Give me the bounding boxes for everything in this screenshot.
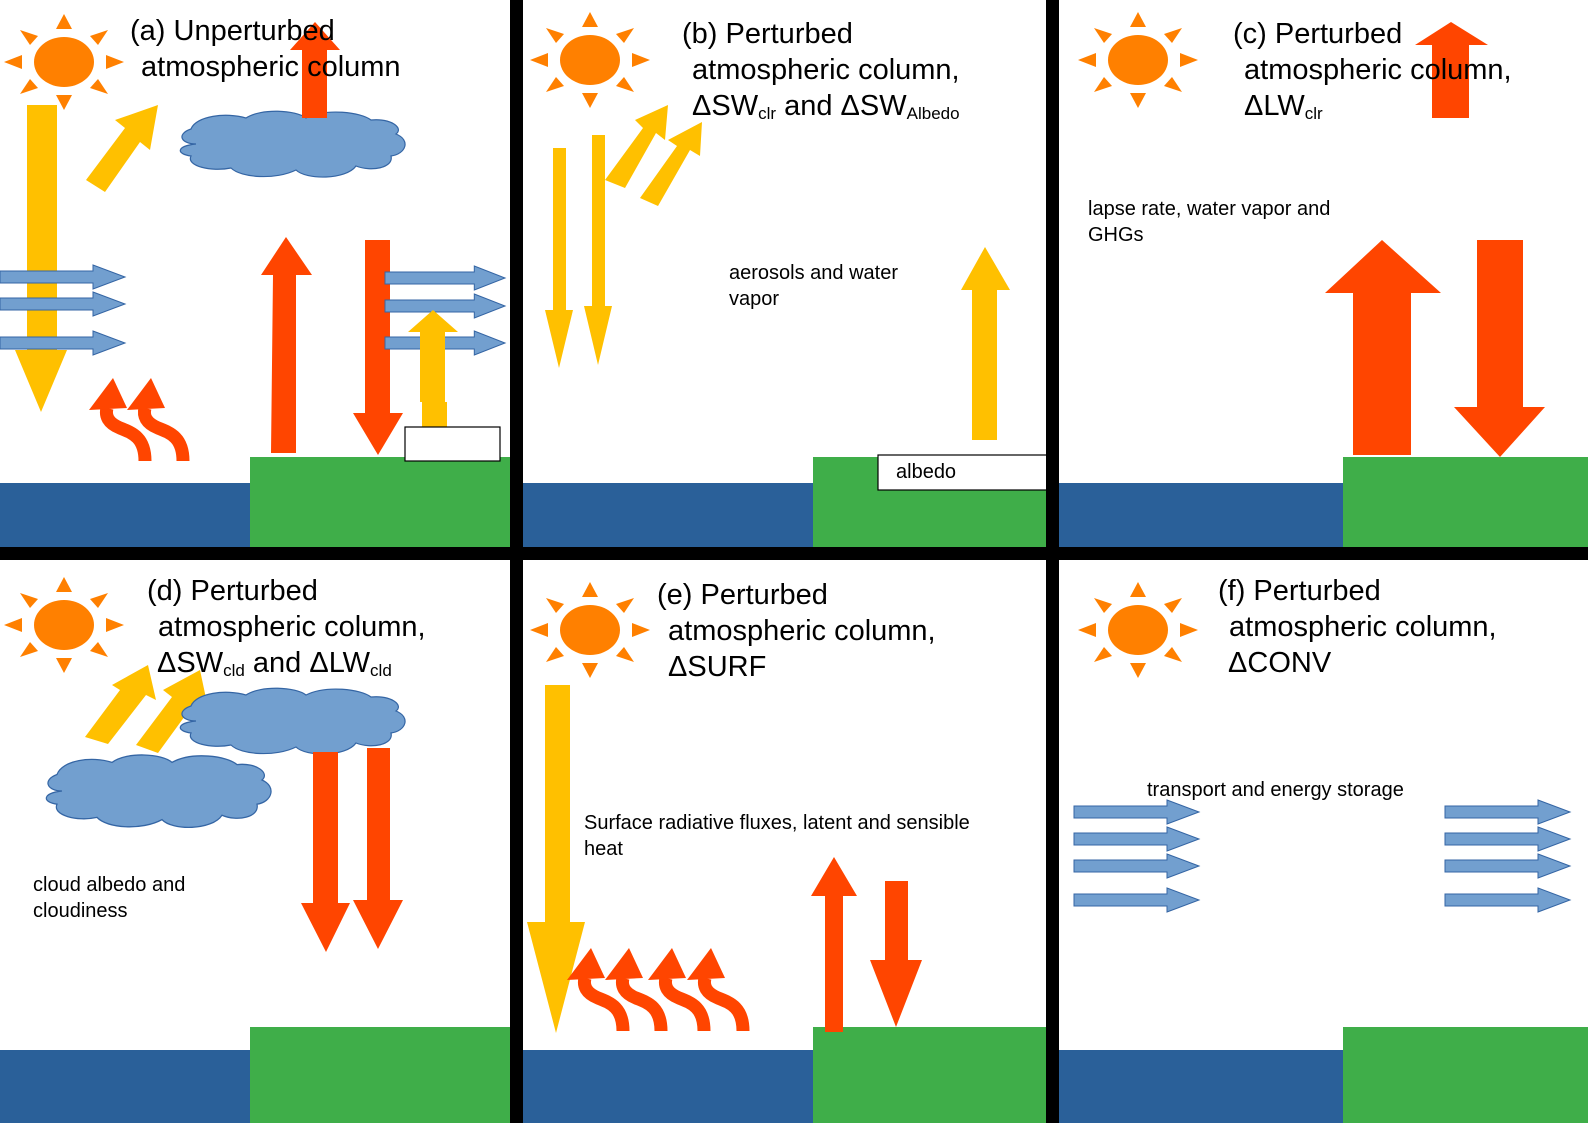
heat-flux-arrow — [605, 948, 661, 1031]
transport-in-arrow — [1073, 887, 1200, 913]
incoming-shortwave-arrow — [527, 685, 585, 1033]
reflected-shortwave-arrow — [85, 665, 156, 744]
cloud-icon — [45, 754, 272, 829]
surface-reflected-arrow — [961, 247, 1010, 440]
ocean-surface — [523, 1050, 813, 1123]
panel-e: (e) Perturbed atmospheric column, ΔSURF … — [523, 579, 1047, 1123]
divider-vertical-1 — [510, 0, 523, 1123]
panel-a: (a) Unperturbed atmospheric column — [0, 14, 510, 547]
panel-f-title-line3: ΔCONV — [1228, 647, 1332, 679]
reflected-shortwave-arrow — [605, 105, 668, 188]
reflected-shortwave-arrow — [136, 670, 207, 753]
outgoing-longwave-arrow — [1415, 22, 1488, 118]
longwave-down-arrow — [301, 752, 350, 952]
longwave-down-arrow — [1454, 240, 1545, 457]
ocean-surface — [1059, 1050, 1343, 1123]
heat-flux-arrow — [687, 948, 743, 1031]
sun-icon — [530, 12, 650, 108]
surface-longwave-up-arrow — [811, 857, 857, 1032]
panel-b-title-line3: ΔSWclr and ΔSWAlbedo — [692, 90, 960, 123]
panel-b: albedo (b) Perturbed atmospheric column,… — [523, 12, 1051, 547]
surface-longwave-up-arrow — [1325, 240, 1441, 455]
heat-flux-arrow — [567, 948, 623, 1031]
transport-in-arrow — [1073, 799, 1200, 825]
reflected-shortwave-arrow — [86, 105, 158, 192]
longwave-down-arrow — [353, 748, 403, 949]
land-surface — [1343, 1027, 1588, 1123]
ocean-surface — [0, 1050, 250, 1123]
albedo-box — [404, 426, 501, 462]
albedo-box — [877, 454, 1051, 491]
transport-arrow — [384, 293, 506, 319]
annotation-line1: transport and energy storage — [1147, 779, 1404, 801]
transport-arrow — [384, 265, 506, 291]
transport-out-arrow — [1444, 853, 1571, 879]
panel-b-title-line2: atmospheric column, — [684, 54, 960, 86]
panel-f-title-line2: atmospheric column, — [1221, 611, 1497, 643]
transport-out-arrow — [1444, 799, 1571, 825]
sun-icon — [1078, 12, 1198, 108]
sun-icon — [530, 582, 650, 678]
transport-out-arrow — [1444, 826, 1571, 852]
incoming-shortwave-arrow — [15, 105, 67, 412]
transport-in-arrow — [1073, 853, 1200, 879]
transport-arrow — [0, 291, 126, 317]
incoming-shortwave-arrow — [584, 135, 612, 365]
annotation-line2: heat — [584, 838, 623, 860]
cloud-icon — [179, 687, 406, 755]
panel-d-title-line2: atmospheric column, — [150, 611, 426, 643]
heat-flux-arrow — [89, 378, 145, 461]
outgoing-longwave-arrow — [290, 22, 340, 118]
divider-vertical-2 — [1046, 0, 1059, 1123]
annotation-line2: GHGs — [1088, 224, 1144, 246]
annotation-line1: aerosols and water — [729, 262, 898, 284]
annotation-line1: Surface radiative fluxes, latent and sen… — [584, 812, 970, 834]
heat-flux-arrow — [127, 378, 183, 461]
panel-c: (c) Perturbed atmospheric column, ΔLWclr… — [1059, 12, 1588, 547]
ocean-surface — [1059, 483, 1343, 547]
annotation-line2: vapor — [729, 288, 779, 310]
annotation-line1: lapse rate, water vapor and — [1088, 198, 1330, 220]
panel-e-title-line2: atmospheric column, — [660, 615, 936, 647]
longwave-down-arrow — [353, 240, 403, 455]
panel-e-title-line3: ΔSURF — [668, 651, 766, 683]
panel-c-title-line1: (c) Perturbed — [1233, 18, 1402, 50]
panel-d-title-line3: ΔSWcld and ΔLWcld — [157, 647, 392, 680]
longwave-down-arrow — [870, 881, 922, 1027]
land-surface — [1343, 457, 1588, 547]
albedo-label: albedo — [896, 461, 956, 483]
transport-arrow — [0, 264, 126, 290]
sun-icon — [4, 14, 124, 110]
panel-f: (f) Perturbed atmospheric column, ΔCONV … — [1059, 575, 1588, 1123]
ocean-surface — [0, 483, 250, 547]
transport-in-arrow — [1073, 826, 1200, 852]
reflected-shortwave-arrow — [640, 122, 702, 206]
panel-a-title-line1: (a) Unperturbed — [130, 15, 335, 47]
transport-out-arrow — [1444, 887, 1571, 913]
panel-f-title-line1: (f) Perturbed — [1218, 575, 1381, 607]
land-surface — [813, 1027, 1047, 1123]
divider-horizontal — [0, 547, 1588, 560]
land-surface — [250, 1027, 510, 1123]
surface-reflected-arrow — [408, 310, 458, 402]
sun-icon — [1078, 582, 1198, 678]
land-surface — [250, 457, 510, 547]
panel-d: (d) Perturbed atmospheric column, ΔSWcld… — [0, 575, 510, 1123]
panel-e-title-line1: (e) Perturbed — [657, 579, 828, 611]
panel-c-title-line2: atmospheric column, — [1236, 54, 1512, 86]
sun-icon — [4, 577, 124, 673]
panel-d-title-line1: (d) Perturbed — [147, 575, 318, 607]
panel-c-title-line3: ΔLWclr — [1244, 90, 1323, 123]
incoming-shortwave-arrow — [545, 148, 573, 368]
panel-a-title-line2: atmospheric column — [133, 51, 401, 83]
ocean-surface — [523, 483, 813, 547]
annotation-line1: cloud albedo and — [33, 874, 185, 896]
annotation-line2: cloudiness — [33, 900, 128, 922]
cloud-icon — [179, 110, 406, 178]
panel-b-title-line1: (b) Perturbed — [682, 18, 853, 50]
surface-longwave-up-arrow — [261, 237, 312, 453]
